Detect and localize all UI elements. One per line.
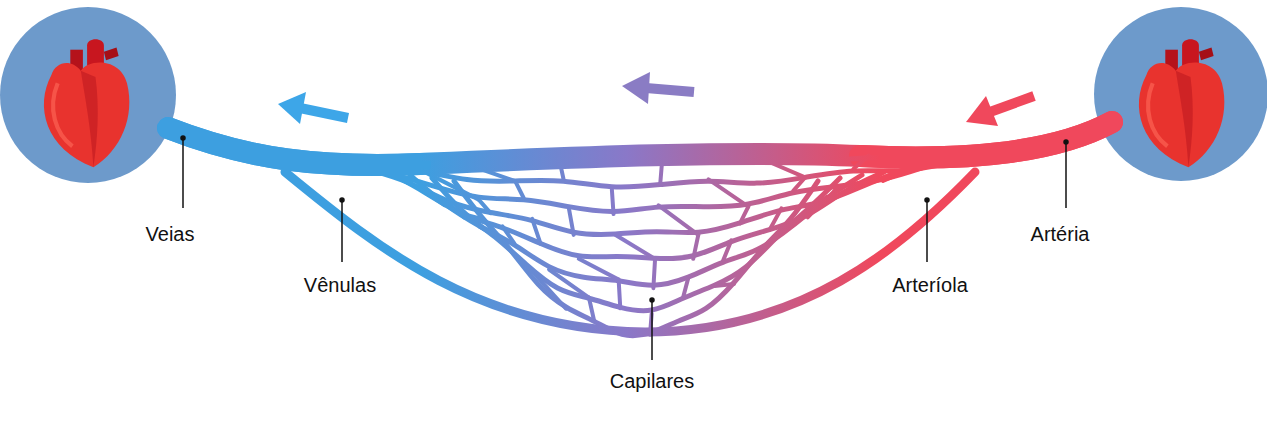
capillary-link	[853, 156, 868, 169]
capillary-link	[549, 269, 589, 297]
flow-arrow-red	[966, 96, 1034, 126]
capillary-link	[708, 179, 748, 206]
main-vessel	[168, 122, 1112, 165]
capillary-link	[693, 235, 698, 259]
capillary-link	[883, 173, 902, 181]
capillary	[366, 169, 906, 235]
capillary-link	[480, 227, 495, 236]
capillary-link	[389, 172, 449, 203]
capillary-link	[793, 177, 805, 190]
outer-vessel	[285, 172, 975, 332]
capillary	[410, 175, 862, 285]
capillary-link	[558, 156, 563, 180]
capillary	[388, 172, 884, 259]
capillary-link	[808, 197, 828, 218]
capillary-link	[479, 200, 491, 214]
capillary-link	[660, 164, 662, 185]
capillary-link	[619, 280, 621, 309]
part-label: Capilares	[610, 369, 694, 393]
part-label: Veias	[146, 222, 195, 246]
capillary-link	[352, 164, 371, 168]
capillary-link	[809, 197, 828, 209]
capillary-link	[762, 235, 777, 248]
part-label: Vênulas	[304, 273, 376, 297]
capillary-link	[658, 205, 698, 235]
leader-lines	[181, 136, 1068, 360]
capillary-link	[740, 207, 748, 224]
capillary-link	[765, 160, 805, 177]
capillary-link	[770, 208, 782, 230]
capillary-link	[502, 226, 514, 243]
capillary-link	[515, 181, 523, 198]
capillary-link	[569, 207, 574, 235]
capillary-link	[532, 219, 540, 244]
capillary-link	[426, 192, 445, 205]
flow-arrow-blue	[278, 92, 348, 124]
capillary-link	[579, 259, 619, 280]
capillary-link	[455, 160, 515, 181]
capillary-link	[589, 298, 594, 321]
capillary	[300, 158, 972, 163]
capillary-link	[653, 259, 655, 288]
capillary-link	[683, 278, 688, 297]
capillary-network	[300, 156, 972, 336]
heart-left	[0, 7, 176, 183]
capillary-link	[714, 284, 734, 286]
capillary-link	[758, 235, 778, 252]
capillary-link	[463, 214, 482, 219]
capillary-link	[615, 235, 655, 259]
capillary-link	[723, 240, 731, 261]
capillary-link	[864, 172, 884, 185]
part-label: Arteríola	[892, 273, 968, 297]
capillary-link	[526, 265, 566, 309]
main-vessel-right	[860, 122, 1112, 158]
capillary-link	[612, 189, 614, 214]
capillary	[432, 178, 840, 311]
part-label: Artéria	[1031, 222, 1090, 246]
flow-arrow-purple	[622, 72, 694, 104]
heart-right	[1094, 7, 1267, 181]
